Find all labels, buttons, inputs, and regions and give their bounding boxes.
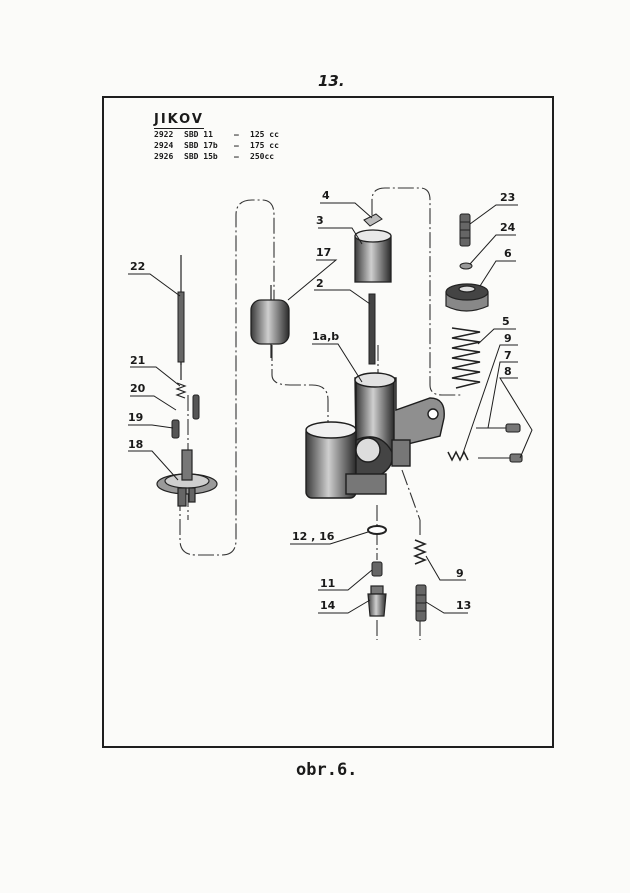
chamber-lid-part [156,449,218,507]
callout-label: 13 [456,599,471,612]
throttle-slide-part [354,229,392,283]
callout-label: 22 [130,260,145,273]
callout-label: 7 [504,349,512,362]
callout-label: 11 [320,577,335,590]
figure-frame [102,96,554,748]
brand-name: JIKOV [154,112,204,129]
needle-rod-part [177,255,185,380]
callout-label: 8 [504,365,512,378]
carburetor-body-part [305,372,445,499]
callout-label: 18 [128,438,143,451]
callout-label: 2 [316,277,324,290]
small-screw-part [171,394,200,439]
callout-label: 4 [322,189,330,202]
callout-label: 9 [504,332,512,345]
idle-spring-part [412,539,428,565]
callout-label: 24 [500,221,516,234]
jet-washer-part [367,525,387,535]
callout-label: 19 [128,411,143,424]
slide-spring-part [451,327,481,389]
adjust-screw-part [459,213,471,247]
callout-label: 21 [130,354,145,367]
callout-label: 1a,b [312,330,339,343]
callout-label: 14 [320,599,336,612]
idle-screw-part [415,584,427,622]
callout-label: 5 [502,315,510,328]
leader-lines [128,202,533,614]
jet-needle-part [368,293,376,365]
callout-label: 23 [500,191,515,204]
callout-label: 12 , 16 [292,530,335,543]
small-spring-part [175,382,187,399]
callout-label: 6 [504,247,512,260]
figure-caption: obr.6. [296,760,358,780]
callout-label: 3 [316,214,324,227]
main-jet-part [371,561,383,577]
cap-nut-part [445,283,489,312]
page-number: 13. [318,72,345,90]
callout-label: 9 [456,567,464,580]
side-screw-parts [447,423,523,463]
washer-part [459,262,473,270]
callout-label: 17 [316,246,331,259]
clip-part [363,213,383,227]
jet-holder-part [367,585,387,617]
callout-label: 20 [130,382,146,395]
float-part [250,285,290,358]
